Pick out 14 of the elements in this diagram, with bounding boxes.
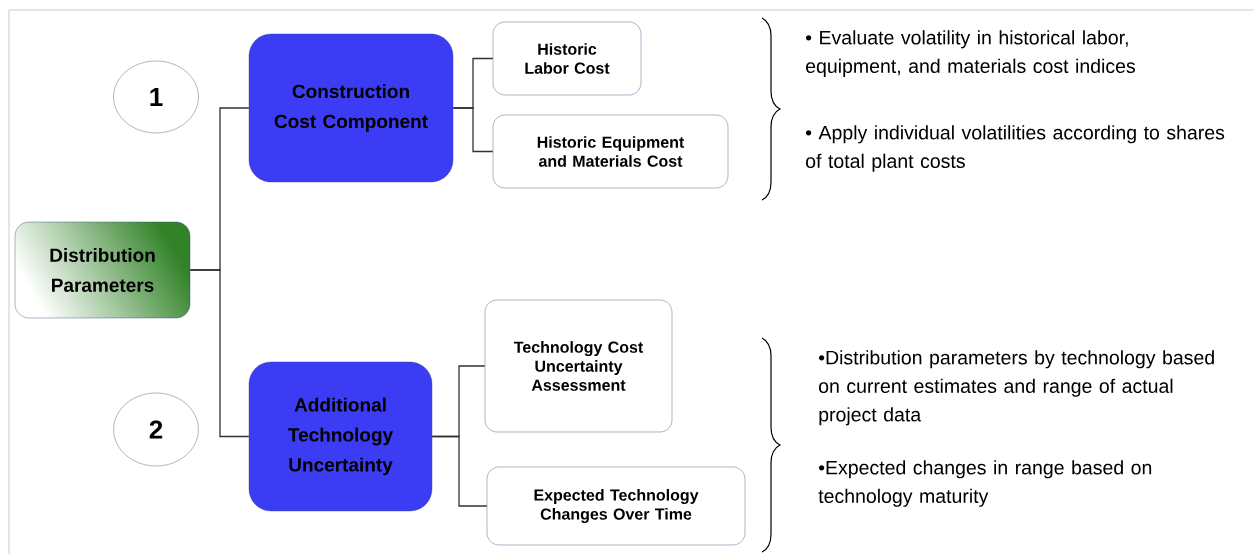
category-box: Construction Cost Component [248, 33, 454, 183]
category-box: Additional Technology Uncertainty [248, 361, 433, 512]
bullet-text: •Expected changes in range based on technology maturity [818, 460, 1152, 507]
connector-line [431, 435, 488, 507]
item-box: Historic Labor Cost [492, 21, 642, 96]
item-box: Expected Technology Changes Over Time [486, 466, 746, 546]
root-box: Distribution Parameters [14, 221, 191, 319]
item-box: Technology Cost Uncertainty Assessment [484, 299, 673, 433]
connector-line [189, 269, 250, 438]
bullet-text: • Evaluate volatility in historical labor, equipment, and materials cost indices [805, 30, 1135, 77]
item-box: Historic Equipment and Materials Cost [492, 114, 729, 189]
bullet-text: • Apply individual volatilities according to shares of total plant costs [805, 125, 1225, 172]
bullet-text: •Distribution parameters by technology based on current estimates and range of actual project data [818, 350, 1214, 426]
connector-line [452, 107, 494, 153]
